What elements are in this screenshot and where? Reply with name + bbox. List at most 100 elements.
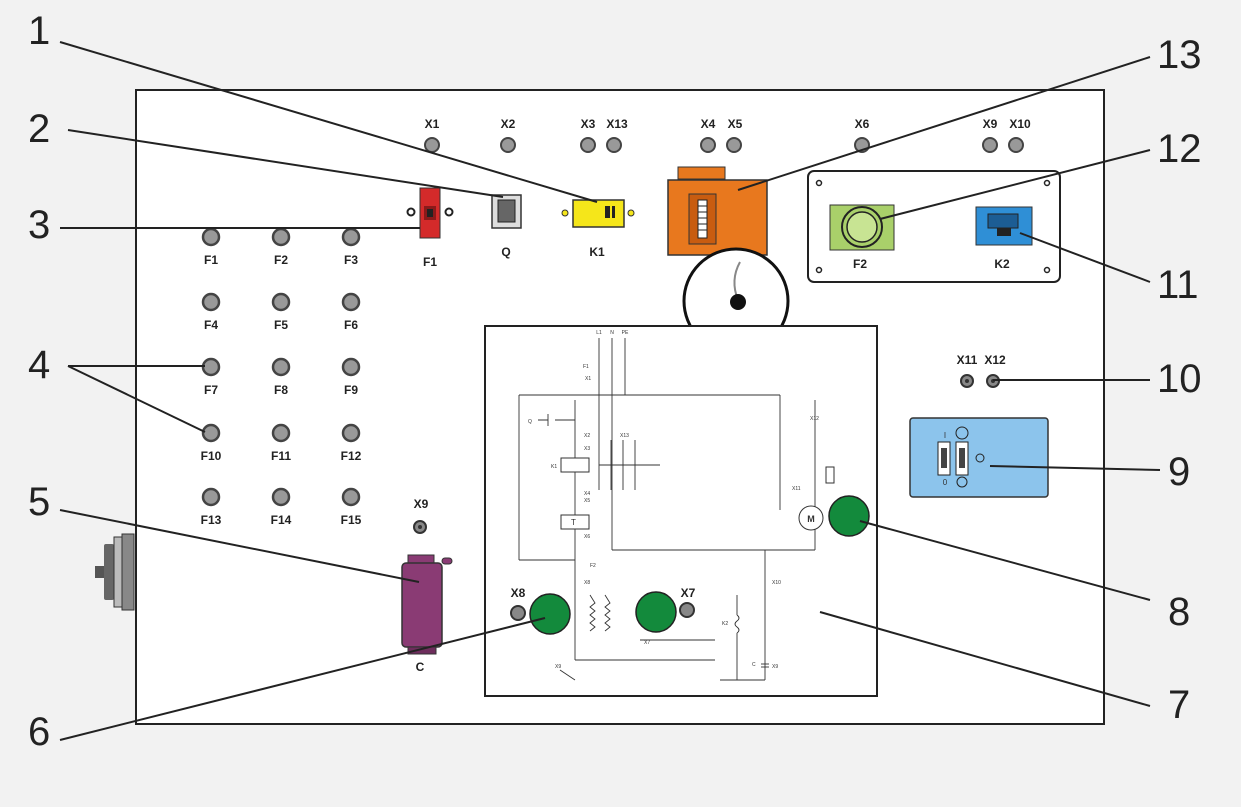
- fuse-f12: F12: [341, 423, 362, 463]
- svg-text:X9: X9: [772, 664, 778, 670]
- wiring-schematic-panel: L1 N PE F1 X1 Q X2 X13 X3 K1 X4 X5 T X6 …: [484, 325, 878, 697]
- callout-2: 2: [28, 107, 50, 151]
- svg-text:F2: F2: [590, 563, 596, 569]
- callout-8: 8: [1168, 590, 1190, 634]
- svg-text:X2: X2: [501, 117, 516, 131]
- sensor-f2[interactable]: F2: [829, 204, 895, 271]
- terminal-x5[interactable]: X5: [726, 117, 743, 153]
- svg-text:X9: X9: [555, 664, 561, 670]
- green-lamp-middle[interactable]: [635, 591, 677, 633]
- svg-text:X10: X10: [1009, 117, 1031, 131]
- terminal-x8[interactable]: X8: [510, 586, 526, 621]
- svg-text:F9: F9: [344, 383, 358, 397]
- svg-text:X1: X1: [425, 117, 440, 131]
- callout-numbers: 1 2 3 4 5 6 7 8 9 10 11 12 13: [28, 9, 1202, 754]
- breaker-label: F1: [423, 255, 437, 269]
- callout-7: 7: [1168, 683, 1190, 727]
- capacitor-c[interactable]: C: [401, 554, 453, 674]
- motor-shaft: [95, 533, 135, 611]
- fuse-f15: F15: [341, 487, 362, 527]
- svg-text:F1: F1: [583, 364, 589, 370]
- capacitor-label: C: [416, 660, 425, 674]
- terminal-x10[interactable]: X10: [1008, 117, 1031, 153]
- svg-text:F13: F13: [201, 513, 222, 527]
- svg-text:X8: X8: [511, 586, 526, 600]
- svg-text:X4: X4: [701, 117, 716, 131]
- svg-text:X13: X13: [606, 117, 628, 131]
- green-lamp-left[interactable]: [529, 593, 571, 635]
- svg-text:X5: X5: [728, 117, 743, 131]
- svg-text:X3: X3: [584, 446, 590, 452]
- main-switch-q[interactable]: Q: [491, 194, 522, 259]
- callout-3: 3: [28, 203, 50, 247]
- fuse-f11: F11: [271, 423, 291, 463]
- circuit-breaker-f1[interactable]: F1: [406, 187, 454, 269]
- fuse-f4: F4: [201, 292, 221, 332]
- svg-text:F14: F14: [271, 513, 292, 527]
- svg-text:X12: X12: [984, 353, 1006, 367]
- svg-text:F6: F6: [344, 318, 358, 332]
- terminal-x11[interactable]: X11: [957, 353, 978, 388]
- svg-text:F5: F5: [274, 318, 288, 332]
- top-terminals: X1 X2 X3 X13 X4 X5 X6 X9 X10: [424, 117, 1031, 153]
- callout-leaders: [59, 41, 1161, 741]
- fuse-f8: F8: [271, 357, 291, 397]
- fuse-f10: F10: [201, 423, 222, 463]
- svg-text:F15: F15: [341, 513, 362, 527]
- sensor-label: F2: [853, 257, 867, 271]
- fuse-terminal-grid: F1 F2 F3 F4 F5 F6 F7 F8 F9 F10 F11 F12 F…: [201, 227, 362, 527]
- svg-text:X7: X7: [681, 586, 696, 600]
- callout-1: 1: [28, 9, 50, 53]
- sensor-relay-panel: F2 K2: [807, 170, 1061, 283]
- motor-symbol: M: [807, 514, 815, 524]
- terminal-x3[interactable]: X3: [580, 117, 596, 153]
- svg-text:X9: X9: [414, 497, 429, 511]
- svg-text:F8: F8: [274, 383, 288, 397]
- svg-text:X13: X13: [620, 433, 629, 439]
- svg-text:N: N: [610, 330, 614, 336]
- terminal-x7[interactable]: X7: [679, 586, 696, 618]
- svg-text:X10: X10: [772, 580, 781, 586]
- callout-12: 12: [1157, 127, 1202, 171]
- terminal-x13[interactable]: X13: [606, 117, 628, 153]
- terminal-x9[interactable]: X9: [982, 117, 998, 153]
- callout-10: 10: [1157, 357, 1202, 401]
- svg-text:X5: X5: [584, 498, 590, 504]
- svg-text:X7: X7: [644, 640, 650, 646]
- contactor-label: K1: [589, 245, 605, 259]
- fuse-f6: F6: [341, 292, 361, 332]
- fuse-f14: F14: [271, 487, 292, 527]
- svg-text:PE: PE: [622, 330, 629, 336]
- fuse-f13: F13: [201, 487, 222, 527]
- switch-label: Q: [501, 245, 510, 259]
- svg-text:F12: F12: [341, 449, 362, 463]
- svg-text:F7: F7: [204, 383, 218, 397]
- fuse-f2: F2: [271, 227, 291, 267]
- relay-k2[interactable]: K2: [975, 206, 1033, 271]
- main-switch-panel[interactable]: I 0: [909, 417, 1049, 498]
- svg-text:X3: X3: [581, 117, 596, 131]
- callout-9: 9: [1168, 450, 1190, 494]
- svg-text:X6: X6: [584, 534, 590, 540]
- relay-label: K2: [994, 257, 1010, 271]
- callout-11: 11: [1157, 263, 1199, 307]
- svg-text:F10: F10: [201, 449, 222, 463]
- terminal-x4[interactable]: X4: [700, 117, 716, 153]
- svg-text:X4: X4: [584, 491, 590, 497]
- svg-text:F2: F2: [274, 253, 288, 267]
- svg-text:X1: X1: [585, 376, 591, 382]
- callout-5: 5: [28, 480, 50, 524]
- svg-text:X2: X2: [584, 433, 590, 439]
- svg-text:F11: F11: [271, 449, 291, 463]
- svg-text:F4: F4: [204, 318, 218, 332]
- svg-text:I: I: [944, 431, 946, 440]
- green-lamp-right[interactable]: [828, 495, 870, 537]
- svg-text:C: C: [752, 662, 756, 668]
- callout-6: 6: [28, 710, 50, 754]
- terminal-x9-lower[interactable]: X9: [413, 497, 429, 534]
- svg-text:0: 0: [943, 478, 948, 487]
- terminal-x2[interactable]: X2: [500, 117, 516, 153]
- contactor-k1[interactable]: K1: [561, 199, 635, 259]
- svg-text:Q: Q: [528, 419, 532, 425]
